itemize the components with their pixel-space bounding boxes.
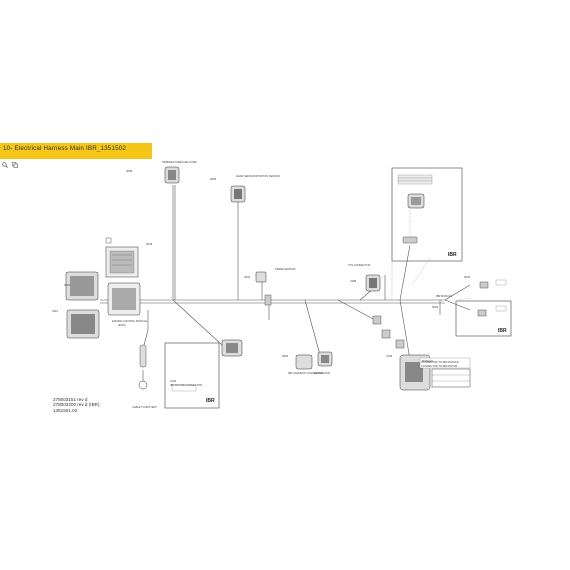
battery-cable: CABLE TO BATTERY: [132, 344, 157, 409]
regulator-label: REGULATOR: [314, 371, 330, 375]
ibr-module-tag: 3064: [432, 305, 439, 309]
module-tag: 3109: [386, 354, 393, 358]
ref-line: 278003200 rev d (IBR): [53, 402, 100, 408]
magnify-icon[interactable]: [2, 162, 8, 168]
ibr-badge: IBR: [206, 398, 215, 404]
battery-label: CABLE TO BATTERY: [132, 405, 157, 409]
module-box: MODULE: [399, 354, 471, 391]
ecm-sub-label: (ECM): [118, 323, 126, 327]
ibr-harness-label: IBR HARNESS CONNECTOR: [288, 371, 323, 375]
ecm-top-tag: 3078: [146, 242, 153, 246]
vts-connector: VTS CONNECTOR 3185: [348, 263, 381, 292]
right-conn-tag: 3025: [464, 275, 471, 279]
page-title: 10- Electrical Harness Main IBR_1351502: [3, 145, 127, 152]
speed-sensor-connector: SPEED SENSOR 3064: [244, 267, 296, 306]
ibr-right-box: IBR: [455, 279, 512, 337]
ibr-harness-connector: IBR HARNESS CONNECTOR REGULATOR IBR MOTO…: [170, 351, 333, 387]
harness-wires: [100, 185, 471, 361]
ibr-badge: IBR: [498, 328, 507, 334]
ecm-left-tag: 3110: [52, 309, 58, 313]
ibr-connector-tag: 3081: [282, 354, 289, 358]
ibr-module-box: IBR: [391, 167, 463, 262]
ref-line: 1351501.02: [53, 407, 78, 413]
legend-top: CONNECTOR TO IBR MODULE: [421, 360, 459, 364]
ibr-motor-label: IBR MOTOR CONNECTOR: [170, 383, 202, 387]
legend-bottom: CONNECTOR TO IBR MOTOR: [421, 364, 457, 368]
vts-label: VTS CONNECTOR: [348, 263, 371, 267]
branch-connectors: [372, 315, 405, 349]
module-label: MODULE: [422, 359, 433, 363]
fuel-pump-label: TEMPERATURE/FUEL PUMP: [162, 160, 197, 164]
copy-icon[interactable]: [12, 162, 18, 168]
ecm-top-left: [105, 237, 139, 278]
dess-left-tag: 3001: [64, 283, 71, 287]
ibr-motor-tag: 3103: [170, 379, 177, 383]
gear-sensor-tag: 3055: [210, 177, 217, 181]
title-bar: 10- Electrical Harness Main IBR_1351502: [0, 143, 152, 159]
reference-numbers: 278003151 rev d 278003200 rev d (IBR) 13…: [53, 397, 99, 413]
speed-sensor-label: SPEED SENSOR: [275, 267, 296, 271]
speed-sensor-tag: 3064: [244, 275, 251, 279]
ecm-center: ENGINE CONTROL MODULE (ECM): [107, 282, 147, 327]
gear-sensor-connector: GEAR SENSOR/POSITION SENSOR 3055: [210, 174, 280, 203]
ibr-bottom-box: IBR: [164, 339, 243, 409]
fuel-pump-tag: 3068: [126, 169, 133, 173]
vts-tag: 3185: [350, 279, 357, 283]
ibr-badge: IBR: [448, 252, 457, 258]
ref-line: 278003151 rev d: [53, 397, 88, 402]
fuel-pump-connector: TEMPERATURE/FUEL PUMP 3068: [126, 160, 197, 184]
ecm-label: ENGINE CONTROL MODULE: [112, 319, 147, 323]
gear-sensor-label: GEAR SENSOR/POSITION SENSOR: [236, 174, 280, 178]
ibr-module-label: IBR MODULE: [436, 294, 452, 298]
ecm-connector-left: [65, 271, 100, 339]
